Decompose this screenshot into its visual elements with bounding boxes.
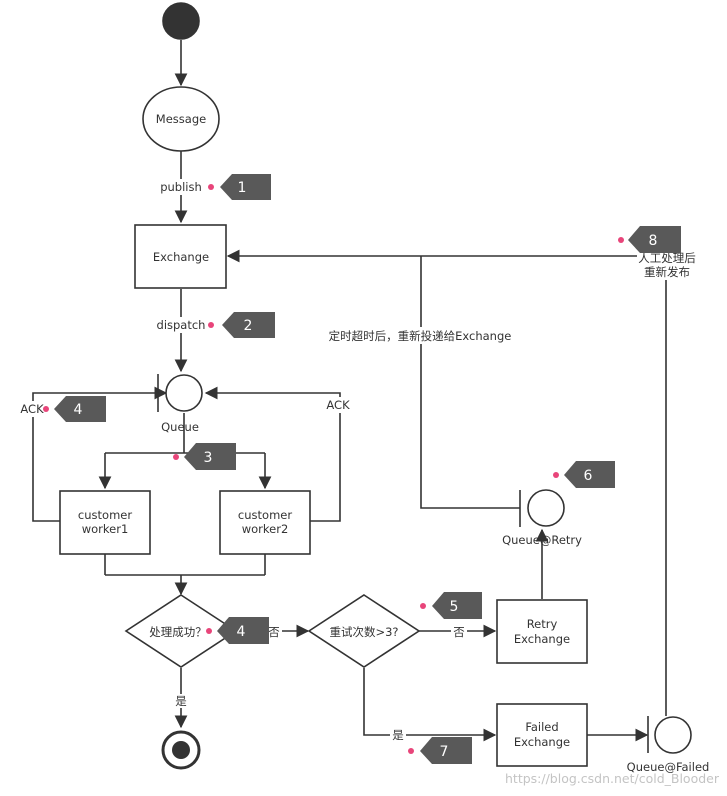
retry-exchange-label-line2: Exchange bbox=[514, 632, 570, 646]
queue-label: Queue bbox=[161, 420, 199, 434]
svg-text:3: 3 bbox=[204, 450, 213, 466]
queue-failed-node bbox=[647, 716, 692, 754]
message-label: Message bbox=[156, 112, 206, 126]
failed-exchange-node bbox=[496, 703, 588, 767]
queue-retry-label: Queue@Retry bbox=[502, 533, 582, 547]
step-tag-6: 6 bbox=[553, 461, 615, 488]
step-tag-1: 1 bbox=[208, 174, 271, 200]
nodes bbox=[59, 2, 692, 770]
step-tag-2: 2 bbox=[208, 312, 275, 338]
exchange-label: Exchange bbox=[153, 250, 209, 264]
failed-exchange-label-line1: Failed bbox=[525, 720, 558, 734]
retry-timeout-label: 定时超时后，重新投递给Exchange bbox=[329, 329, 512, 343]
manual-republish-line1: 人工处理后 bbox=[638, 251, 696, 265]
worker2-label-line1: customer bbox=[238, 508, 292, 522]
retry-exchange-label-line1: Retry bbox=[527, 617, 558, 631]
end-node bbox=[161, 730, 201, 770]
worker2-label-line2: worker2 bbox=[242, 522, 289, 536]
edge-ack-left bbox=[32, 386, 168, 522]
watermark-text: https://blog.csdn.net/cold_Blooder bbox=[505, 771, 720, 786]
queue-failed-label: Queue@Failed bbox=[627, 760, 710, 774]
worker1-node bbox=[59, 490, 151, 555]
step-tags: 1 2 4 3 4 5 6 bbox=[43, 174, 681, 764]
worker2-node bbox=[219, 490, 311, 555]
retry-exchange-node bbox=[496, 599, 588, 664]
svg-text:2: 2 bbox=[244, 318, 253, 334]
failed-exchange-label-line2: Exchange bbox=[514, 735, 570, 749]
publish-label: publish bbox=[160, 180, 202, 194]
node-labels: Message Exchange Queue customer worker1 … bbox=[78, 112, 709, 774]
svg-text:4: 4 bbox=[74, 402, 83, 418]
step-tag-4-ack: 4 bbox=[43, 396, 106, 422]
worker1-label-line1: customer bbox=[78, 508, 132, 522]
dispatch-label: dispatch bbox=[157, 318, 206, 332]
step-tag-4-decision: 4 bbox=[206, 617, 269, 644]
edge-labels: publish dispatch ACK ACK 定时超时后，重新投递给Exch… bbox=[18, 179, 697, 742]
no-label-1: 否 bbox=[268, 625, 280, 639]
step-tag-8: 8 bbox=[618, 226, 681, 253]
no-label-2: 否 bbox=[453, 625, 465, 639]
ack-left-label: ACK bbox=[20, 402, 44, 416]
ack-right-label: ACK bbox=[326, 398, 350, 412]
decision-retry-label: 重试次数>3? bbox=[329, 625, 398, 639]
yes-label-1: 是 bbox=[175, 694, 187, 708]
worker1-label-line2: worker1 bbox=[82, 522, 129, 536]
message-node bbox=[142, 86, 220, 152]
queue-retry-node bbox=[519, 489, 565, 527]
svg-text:1: 1 bbox=[238, 180, 247, 196]
decision-success-node bbox=[124, 594, 238, 668]
svg-text:6: 6 bbox=[584, 468, 593, 484]
decision-retry-node bbox=[307, 594, 421, 668]
step-tag-3: 3 bbox=[173, 443, 236, 470]
start-node bbox=[162, 2, 200, 40]
step-tag-7: 7 bbox=[408, 737, 472, 764]
exchange-node bbox=[134, 224, 227, 289]
manual-republish-line2: 重新发布 bbox=[644, 265, 690, 279]
step-tag-5: 5 bbox=[420, 592, 482, 619]
edge-retry-yes bbox=[363, 668, 497, 742]
svg-text:8: 8 bbox=[649, 233, 658, 249]
edge-queueretry-to-exchange bbox=[420, 256, 520, 509]
yes-label-2: 是 bbox=[392, 728, 404, 742]
queue-node bbox=[157, 374, 203, 412]
svg-text:7: 7 bbox=[440, 744, 449, 760]
svg-text:4: 4 bbox=[237, 624, 246, 640]
decision-success-label: 处理成功？ bbox=[149, 625, 207, 639]
svg-text:5: 5 bbox=[450, 599, 459, 615]
